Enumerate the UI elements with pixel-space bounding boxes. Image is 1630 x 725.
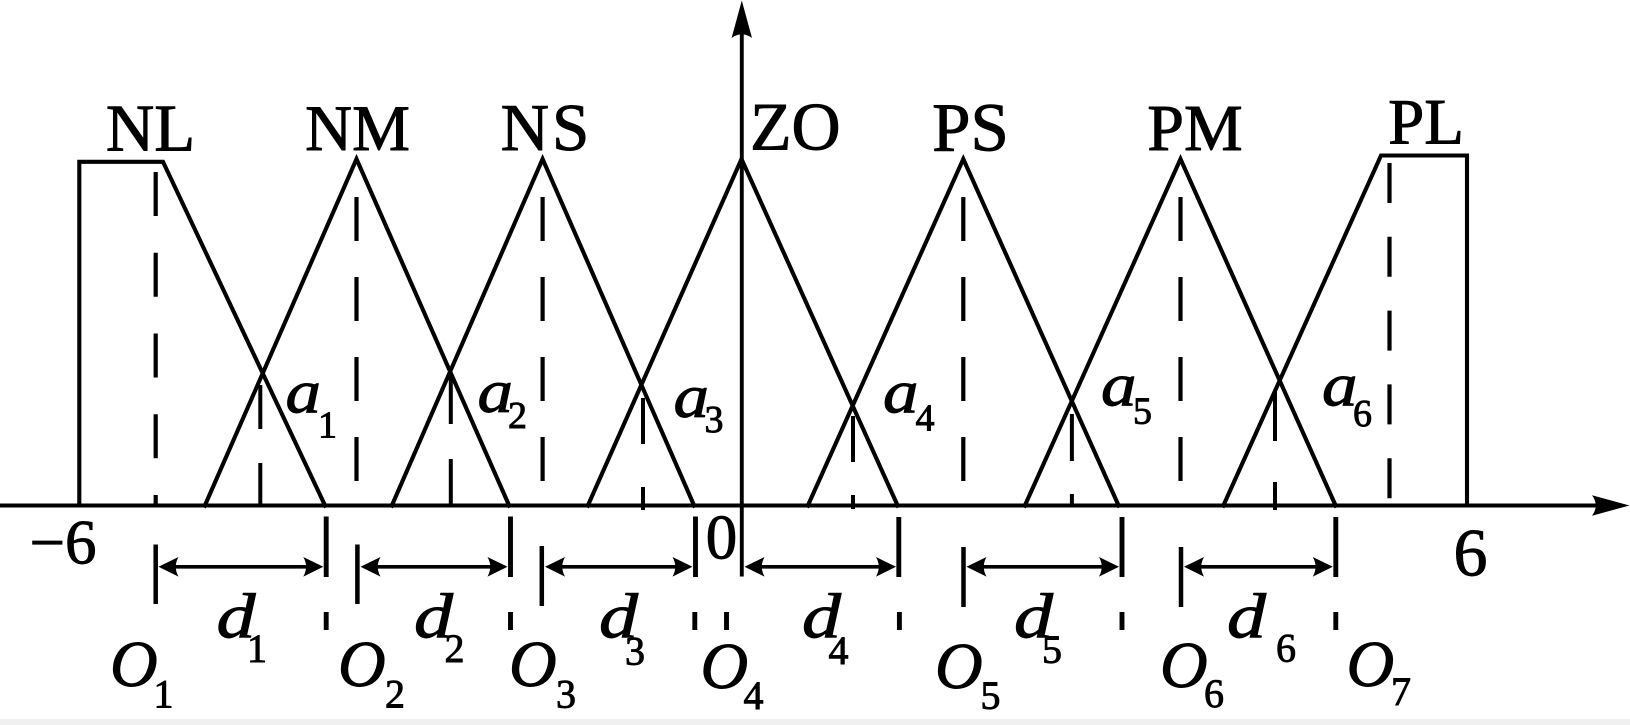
svg-text:1: 1 [154, 672, 174, 717]
svg-text:0: 0 [706, 503, 738, 573]
svg-text:3: 3 [625, 629, 645, 674]
svg-text:O: O [338, 628, 386, 701]
svg-text:NS: NS [501, 91, 593, 165]
svg-text:6: 6 [1353, 393, 1372, 435]
svg-text:6: 6 [1204, 671, 1224, 716]
svg-text:5: 5 [1133, 391, 1152, 433]
svg-text:3: 3 [705, 399, 724, 441]
svg-text:4: 4 [744, 673, 764, 718]
svg-text:a: a [883, 360, 919, 427]
svg-text:O: O [1347, 628, 1395, 701]
svg-text:NL: NL [106, 92, 195, 166]
svg-text:7: 7 [1391, 669, 1411, 714]
svg-text:1: 1 [318, 405, 337, 447]
svg-text:PL: PL [1388, 87, 1464, 159]
svg-text:O: O [110, 628, 158, 701]
svg-text:a: a [1322, 353, 1358, 420]
svg-text:5: 5 [1042, 627, 1062, 672]
svg-text:NM: NM [305, 93, 410, 165]
svg-text:5: 5 [981, 673, 1001, 718]
svg-text:a: a [478, 359, 514, 426]
svg-text:a: a [674, 364, 710, 431]
svg-text:ZO: ZO [750, 89, 841, 165]
svg-text:d: d [217, 582, 257, 652]
svg-text:PM: PM [1147, 92, 1242, 165]
svg-text:d: d [1227, 582, 1267, 652]
svg-text:d: d [599, 582, 639, 652]
svg-text:a: a [286, 360, 322, 427]
svg-text:4: 4 [829, 628, 849, 673]
svg-text:O: O [509, 628, 557, 701]
svg-text:4: 4 [916, 398, 935, 440]
svg-text:O: O [1160, 629, 1208, 702]
svg-text:6: 6 [1276, 626, 1296, 671]
svg-text:O: O [935, 630, 983, 703]
svg-text:3: 3 [556, 672, 576, 717]
svg-text:2: 2 [508, 395, 527, 437]
svg-text:PS: PS [932, 90, 1009, 166]
svg-text:d: d [1014, 582, 1054, 652]
svg-text:−6: −6 [29, 508, 96, 578]
svg-text:d: d [414, 582, 454, 652]
svg-text:d: d [802, 582, 842, 652]
svg-text:1: 1 [247, 626, 267, 671]
svg-text:O: O [701, 630, 749, 703]
svg-text:6: 6 [1454, 515, 1488, 591]
svg-text:2: 2 [445, 626, 465, 671]
svg-text:2: 2 [385, 672, 405, 717]
svg-text:a: a [1101, 353, 1137, 420]
